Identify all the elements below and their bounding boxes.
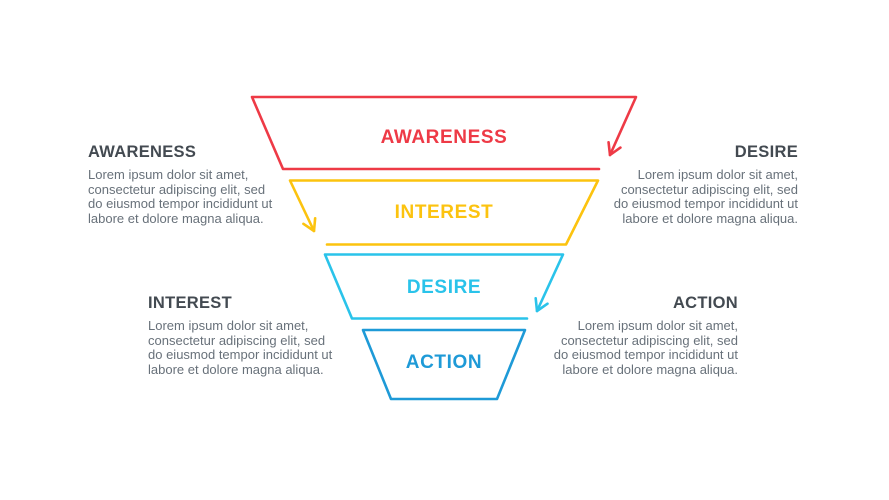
annotation-interest-body: Lorem ipsum dolor sit amet, consectetur … xyxy=(148,318,333,377)
funnel-stage-desire-outline xyxy=(323,253,565,320)
annotation-action: ACTION Lorem ipsum dolor sit amet, conse… xyxy=(528,294,738,377)
annotation-desire: DESIRE Lorem ipsum dolor sit amet, conse… xyxy=(588,143,798,226)
annotation-desire-title: DESIRE xyxy=(734,143,798,161)
funnel-stage-interest-outline xyxy=(288,179,600,246)
annotation-action-title: ACTION xyxy=(672,294,738,312)
annotation-awareness: AWARENESS Lorem ipsum dolor sit amet, co… xyxy=(88,143,298,226)
funnel-stage-action-outline xyxy=(361,328,527,401)
annotation-awareness-title: AWARENESS xyxy=(88,143,197,161)
annotation-desire-body: Lorem ipsum dolor sit amet, consectetur … xyxy=(613,167,798,226)
annotation-interest-title: INTEREST xyxy=(148,294,232,312)
funnel-stage-label-awareness: AWARENESS xyxy=(380,127,508,148)
funnel-stage-label-interest: INTEREST xyxy=(394,202,494,223)
annotation-interest: INTEREST Lorem ipsum dolor sit amet, con… xyxy=(148,294,358,377)
funnel-stage-label-desire: DESIRE xyxy=(406,277,482,298)
annotation-awareness-body: Lorem ipsum dolor sit amet, consectetur … xyxy=(88,167,273,226)
annotation-action-body: Lorem ipsum dolor sit amet, consectetur … xyxy=(553,318,738,377)
funnel-stage-label-action: ACTION xyxy=(405,352,483,373)
funnel-stage-awareness-outline xyxy=(250,95,638,171)
